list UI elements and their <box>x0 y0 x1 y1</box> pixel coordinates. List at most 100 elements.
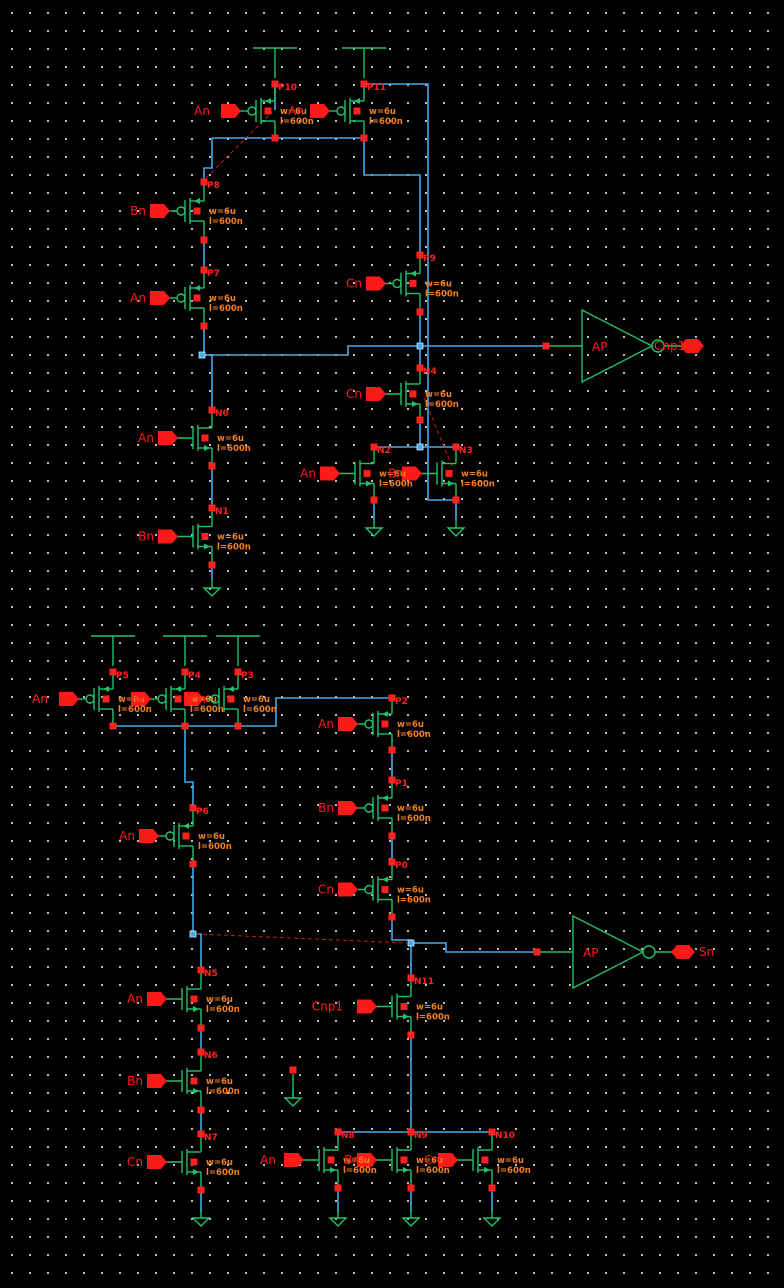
width-param: w=6u <box>217 533 244 543</box>
input-pad <box>357 1153 377 1167</box>
wire <box>427 350 456 501</box>
length-param: l=600n <box>243 705 277 715</box>
wire <box>192 864 202 970</box>
terminal-pin <box>271 134 279 142</box>
transistor-p10 <box>239 84 276 138</box>
input-pad <box>338 801 358 815</box>
device-name: P7 <box>207 269 220 279</box>
input-pad <box>310 104 330 118</box>
width-param: w=6u <box>397 886 424 896</box>
input-label: Bn <box>388 467 404 481</box>
terminal-pin <box>416 308 424 316</box>
terminal-pin <box>363 470 371 477</box>
terminal-pin <box>200 322 208 330</box>
wire <box>411 942 538 953</box>
terminal-pin <box>409 390 417 398</box>
terminal-pin <box>542 342 550 350</box>
length-param: l=600n <box>425 400 459 410</box>
input-label: An <box>138 431 154 445</box>
input-label: An <box>130 291 146 305</box>
device-name: P4 <box>188 671 201 681</box>
length-param: l=600n <box>369 117 403 127</box>
terminal-pin <box>189 804 197 812</box>
terminal-pin <box>388 858 396 866</box>
terminal-pin <box>416 364 424 372</box>
width-param: w=6u <box>209 294 236 304</box>
width-param: w=6u <box>206 995 233 1005</box>
output-label: Sn <box>699 945 714 959</box>
terminal-pin <box>289 1066 297 1074</box>
length-param: l=600n <box>209 217 243 227</box>
device-name: P1 <box>395 779 408 789</box>
terminal-pin <box>197 1130 205 1138</box>
transistor-p6 <box>157 808 194 864</box>
gnd-symbol <box>482 1217 502 1227</box>
input-pad <box>284 1153 304 1167</box>
width-param: w=6u <box>416 1156 443 1166</box>
terminal-pin <box>409 280 417 287</box>
device-name: P9 <box>423 254 436 264</box>
terminal-pin <box>102 695 110 703</box>
length-param: l=600n <box>217 543 251 553</box>
device-name: N11 <box>414 977 434 987</box>
width-param: w=6u <box>461 470 488 480</box>
input-label: Cn <box>346 277 362 291</box>
input-pad <box>221 104 241 118</box>
width-param: w=6u <box>206 1077 233 1087</box>
input-pad <box>320 466 340 481</box>
transistor-n9 <box>375 1132 412 1188</box>
input-label: Cn <box>318 883 334 897</box>
width-param: w=6u <box>425 390 452 400</box>
input-label: Bn <box>138 530 154 544</box>
input-label: An <box>119 829 135 843</box>
terminal-pin <box>208 462 216 470</box>
input-pad <box>139 829 159 843</box>
width-param: w=6u <box>497 1156 524 1166</box>
terminal-pin <box>381 886 389 893</box>
terminal-pin <box>407 1031 415 1039</box>
input-pad <box>338 717 358 731</box>
terminal-pin <box>201 533 209 540</box>
terminal-pin <box>181 668 189 676</box>
terminal-pin <box>353 107 361 115</box>
terminal-pin <box>370 496 378 504</box>
length-param: l=600n <box>190 705 224 715</box>
input-label: An <box>300 467 316 481</box>
terminal-pin <box>208 504 216 512</box>
terminal-pin <box>189 860 197 868</box>
length-param: l=600n <box>416 1166 450 1176</box>
inverter-ap <box>546 308 682 384</box>
input-label: Bn <box>130 204 146 218</box>
terminal-pin <box>234 668 242 676</box>
ratsnest-line <box>195 933 409 944</box>
terminal-pin <box>533 948 541 956</box>
device-name: N2 <box>377 446 391 456</box>
input-label: Bn <box>318 801 334 815</box>
terminal-pin <box>388 776 396 784</box>
terminal-pin <box>181 722 189 730</box>
input-label: An <box>260 1153 276 1167</box>
terminal-pin <box>201 434 209 442</box>
terminal-pin <box>197 966 205 974</box>
length-param: l=600n <box>416 1013 450 1023</box>
terminal-pin <box>197 1106 205 1114</box>
terminal-pin <box>388 694 396 702</box>
length-param: l=600n <box>206 1005 240 1015</box>
input-pad <box>366 387 386 401</box>
device-name: P11 <box>367 83 386 93</box>
terminal-pin <box>488 1128 496 1136</box>
input-label: Bn <box>130 692 146 706</box>
terminal-pin <box>174 695 182 703</box>
width-param: w=6u <box>379 470 406 480</box>
input-label: Cn <box>127 1155 143 1169</box>
output-label: Cnp1 <box>654 339 685 353</box>
wire <box>391 917 412 978</box>
input-label: Bn <box>344 1153 360 1167</box>
input-pad <box>147 1074 167 1088</box>
wire <box>203 138 213 182</box>
width-param: w=6u <box>206 1158 233 1168</box>
terminal-pin <box>208 561 216 569</box>
input-label: An <box>318 717 334 731</box>
gnd-symbol <box>202 587 222 597</box>
